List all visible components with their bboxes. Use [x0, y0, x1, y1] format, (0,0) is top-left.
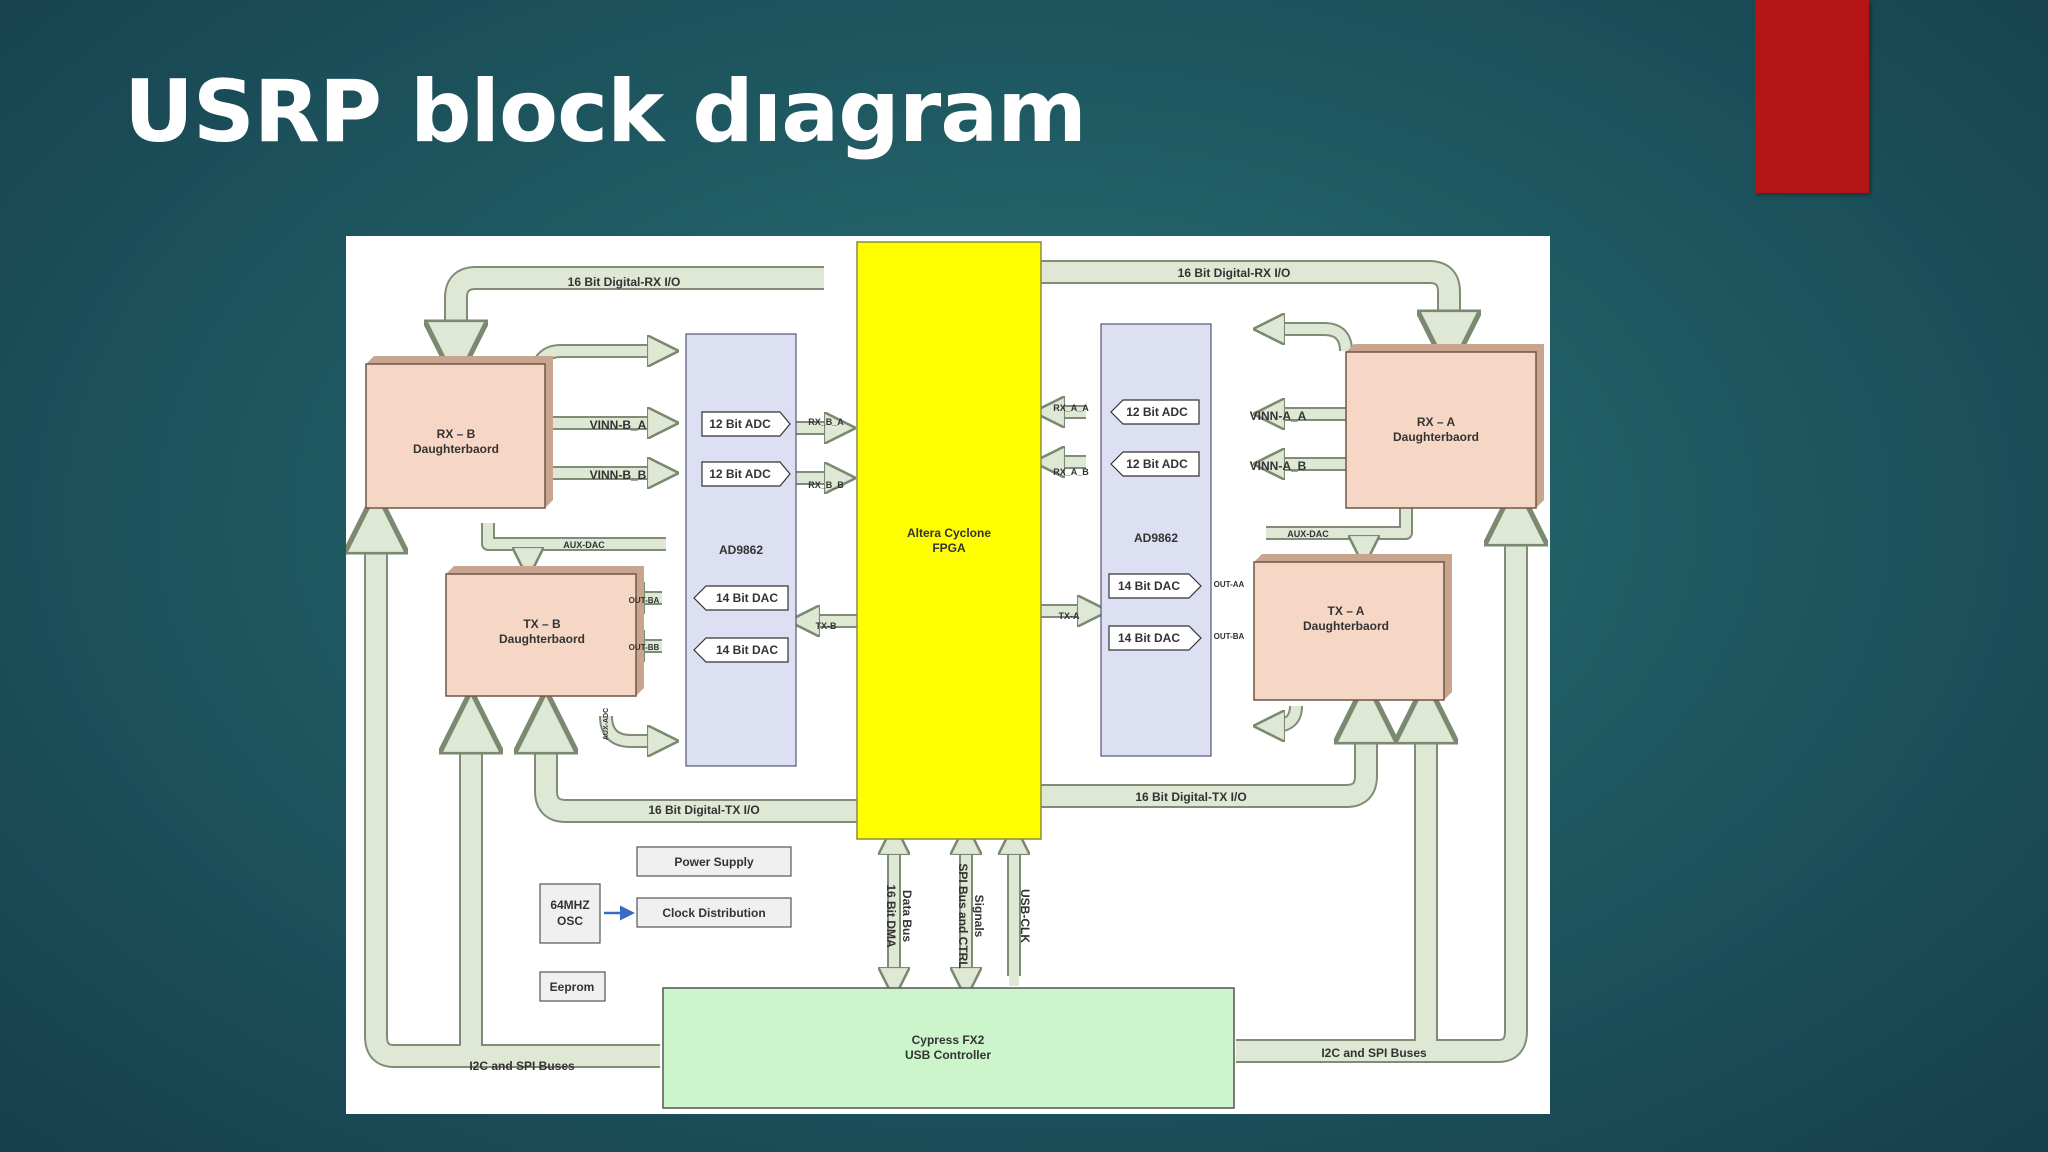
svg-text:USB Controller: USB Controller: [905, 1048, 991, 1062]
rx-a-label-2: Daughterbaord: [1393, 430, 1479, 444]
fpga-label-1: Altera Cyclone: [907, 526, 991, 540]
svg-text:AUX-DAC: AUX-DAC: [1287, 529, 1329, 539]
svg-text:12 Bit ADC: 12 Bit ADC: [709, 467, 771, 481]
svg-text:Data Bus: Data Bus: [900, 890, 914, 942]
left-codec-name: AD9862: [719, 543, 763, 557]
svg-text:OUT-BA: OUT-BA: [629, 596, 660, 605]
tx-a-label-2: Daughterbaord: [1303, 619, 1389, 633]
oscillator-block: 64MHZ OSC: [539, 883, 601, 944]
svg-text:14 Bit DAC: 14 Bit DAC: [1118, 631, 1180, 645]
tx-a-label-1: TX – A: [1328, 604, 1365, 618]
i2c-right-label: I2C and SPI Buses: [1321, 1046, 1427, 1060]
rx-b-label-1: RX – B: [437, 427, 476, 441]
right-adc-1: 12 Bit ADC: [1110, 399, 1200, 425]
signal-labels: VINN-B_A VINN-B_B VINN-A_A VINN-A_B RX_B…: [563, 403, 1329, 740]
svg-text:RX_B_A: RX_B_A: [808, 417, 844, 427]
svg-text:16 Bit DMA: 16 Bit DMA: [884, 884, 898, 948]
fpga-block: Altera Cyclone FPGA: [856, 241, 1042, 840]
usb-controller-block: Cypress FX2 USB Controller: [662, 987, 1235, 1109]
left-adc-1: 12 Bit ADC: [701, 411, 791, 437]
svg-text:12 Bit ADC: 12 Bit ADC: [709, 417, 771, 431]
usb-bus-labels: 16 Bit DMA Data Bus SPI Bus and CTRL Sig…: [884, 863, 1032, 968]
svg-text:RX_A_A: RX_A_A: [1053, 403, 1089, 413]
svg-text:USB-CLK: USB-CLK: [1018, 889, 1032, 943]
usrp-block-diagram: Altera Cyclone FPGA RX – B Daughterbaord…: [346, 236, 1550, 1114]
right-dac-2: 14 Bit DAC: [1108, 625, 1202, 651]
tx-b-daughterboard: TX – B Daughterbaord: [445, 566, 644, 697]
svg-text:VINN-A_A: VINN-A_A: [1250, 409, 1307, 423]
svg-text:Signals: Signals: [972, 895, 986, 938]
svg-text:Eeprom: Eeprom: [550, 980, 595, 994]
rx-io-right-label: 16 Bit Digital-RX I/O: [1178, 266, 1291, 280]
svg-text:SPI Bus and CTRL: SPI Bus and CTRL: [956, 863, 970, 968]
right-codec-name: AD9862: [1134, 531, 1178, 545]
slide-title: USRP block dıagram: [124, 62, 1087, 162]
left-dac-2: 14 Bit DAC: [693, 637, 789, 663]
svg-text:14 Bit DAC: 14 Bit DAC: [716, 643, 778, 657]
left-adc-2: 12 Bit ADC: [701, 461, 791, 487]
svg-text:VINN-B_B: VINN-B_B: [590, 468, 647, 482]
power-supply-block: Power Supply: [636, 846, 792, 877]
right-dac-1: 14 Bit DAC: [1108, 573, 1202, 599]
svg-text:OSC: OSC: [557, 914, 583, 928]
svg-text:VINN-B_A: VINN-B_A: [590, 418, 647, 432]
svg-text:AUX-ADC: AUX-ADC: [603, 708, 610, 740]
svg-text:14 Bit DAC: 14 Bit DAC: [716, 591, 778, 605]
usb-buses: [894, 836, 1014, 986]
tx-b-label-2: Daughterbaord: [499, 632, 585, 646]
svg-text:TX-B: TX-B: [816, 621, 837, 631]
rx-a-daughterboard: RX – A Daughterbaord: [1345, 344, 1544, 509]
svg-text:TX-A: TX-A: [1059, 611, 1080, 621]
svg-text:VINN-A_B: VINN-A_B: [1250, 459, 1307, 473]
right-adc-2: 12 Bit ADC: [1110, 451, 1200, 477]
bus-labels: 16 Bit Digital-RX I/O 16 Bit Digital-RX …: [469, 266, 1427, 1073]
svg-text:RX_A_B: RX_A_B: [1053, 467, 1089, 477]
accent-bar: [1755, 0, 1869, 193]
svg-text:RX_B_B: RX_B_B: [808, 480, 844, 490]
svg-text:AUX-DAC: AUX-DAC: [563, 540, 605, 550]
svg-text:12 Bit ADC: 12 Bit ADC: [1126, 405, 1188, 419]
rx-b-label-2: Daughterbaord: [413, 442, 499, 456]
svg-text:64MHZ: 64MHZ: [550, 898, 589, 912]
i2c-left-label: I2C and SPI Buses: [469, 1059, 575, 1073]
tx-io-left-label: 16 Bit Digital-TX I/O: [648, 803, 759, 817]
svg-text:Power Supply: Power Supply: [674, 855, 754, 869]
tx-a-daughterboard: TX – A Daughterbaord: [1253, 554, 1452, 701]
eeprom-block: Eeprom: [539, 971, 606, 1002]
svg-text:OUT-AA: OUT-AA: [1214, 580, 1245, 589]
svg-text:Cypress FX2: Cypress FX2: [912, 1033, 985, 1047]
svg-text:Clock Distribution: Clock Distribution: [662, 906, 765, 920]
tx-b-label-1: TX – B: [523, 617, 561, 631]
rx-io-left-label: 16 Bit Digital-RX I/O: [568, 275, 681, 289]
bus-lines: [376, 260, 1516, 1068]
svg-text:OUT-BB: OUT-BB: [629, 643, 660, 652]
left-ad9862-codec: AD9862 12 Bit ADC 12 Bit ADC 14 Bit DAC …: [685, 333, 797, 767]
rx-b-daughterboard: RX – B Daughterbaord: [365, 356, 553, 509]
tx-io-right-label: 16 Bit Digital-TX I/O: [1135, 790, 1246, 804]
right-ad9862-codec: AD9862 12 Bit ADC 12 Bit ADC 14 Bit DAC …: [1100, 323, 1212, 757]
svg-text:14 Bit DAC: 14 Bit DAC: [1118, 579, 1180, 593]
fpga-label-2: FPGA: [932, 541, 966, 555]
left-dac-1: 14 Bit DAC: [693, 585, 789, 611]
svg-text:12 Bit ADC: 12 Bit ADC: [1126, 457, 1188, 471]
rx-a-label-1: RX – A: [1417, 415, 1456, 429]
clock-distribution-block: Clock Distribution: [636, 897, 792, 928]
svg-text:OUT-BA: OUT-BA: [1214, 632, 1245, 641]
